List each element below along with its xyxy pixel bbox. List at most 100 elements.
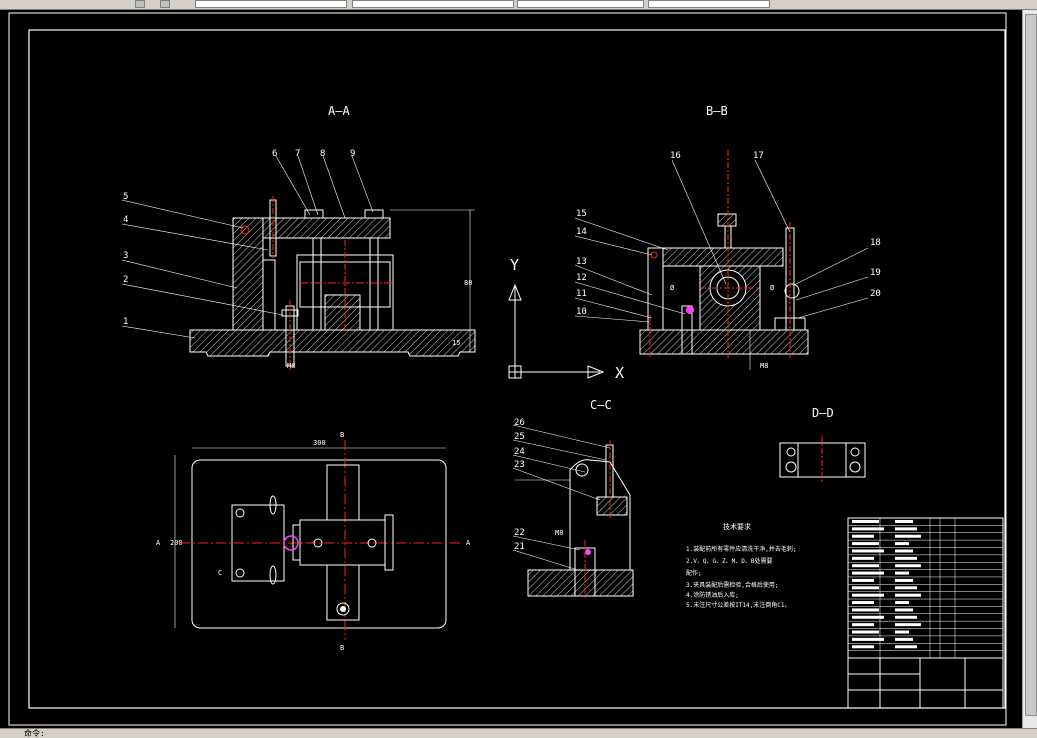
command-line[interactable]: 命令: [0, 728, 1037, 738]
bom-cell-text [852, 534, 874, 538]
bom-cell-text [852, 630, 879, 634]
cc-base [527, 569, 634, 597]
balloon-5: 5 [123, 192, 128, 202]
note-line-4: 3.夹具装配后需检验,合格后使用; [686, 581, 778, 589]
layer-dropdown[interactable] [195, 0, 347, 8]
bom-cell-text [895, 615, 917, 619]
bom-cell-text [895, 520, 913, 523]
bom-cell-text [852, 586, 879, 590]
plan-section-top: B [340, 431, 344, 439]
bom-cell-text [895, 637, 913, 641]
zoom-icon[interactable] [160, 0, 170, 8]
view-title-bb: B—B [706, 104, 728, 118]
bom-cell-text [852, 645, 874, 649]
section-cc: C—C M8 21 22 23 24 25 26 [512, 398, 634, 600]
balloon-26: 26 [514, 418, 525, 428]
plan-c-mark: C [218, 569, 222, 577]
linetype-dropdown[interactable] [352, 0, 514, 8]
bom-cell-text [852, 608, 879, 612]
bom-cell-text [895, 564, 921, 568]
notes-title: 技术要求 [723, 522, 751, 531]
bom-cell-text [895, 601, 909, 605]
view-title-cc: C—C [590, 398, 612, 412]
balloon-16: 16 [670, 151, 681, 161]
balloon-7: 7 [295, 149, 300, 159]
section-bb: B—B M8 Ø Ø [574, 104, 881, 370]
lineweight-dropdown[interactable] [517, 0, 644, 8]
balloon-21: 21 [514, 542, 525, 552]
bom-cell-text [895, 608, 913, 612]
scroll-thumb[interactable] [1025, 14, 1037, 716]
bom-cell-text [852, 593, 884, 597]
bom-cell-text [895, 527, 917, 531]
plan-side-left: A [156, 539, 161, 547]
balloon-17: 17 [753, 151, 764, 161]
bom-cell-text [852, 615, 884, 619]
view-title-aa: A—A [328, 104, 350, 118]
dim-aa-bolt: M8 [287, 362, 295, 370]
note-line-3: 配作; [686, 569, 702, 577]
dim-cc: M8 [555, 529, 563, 537]
bom-cell-text [852, 578, 874, 582]
view-title-dd: D—D [812, 406, 834, 420]
balloon-18: 18 [870, 238, 881, 248]
technical-notes: 技术要求 1.装配前所有零件应清洗干净,并去毛刺; 2.V、Q、G、Z、M、D、… [686, 522, 796, 609]
bom-cell-text [895, 645, 917, 649]
vertical-scrollbar[interactable] [1022, 10, 1037, 728]
command-prompt: 命令: [24, 729, 45, 738]
bom-cell-text [852, 549, 884, 553]
balloon-9: 9 [350, 149, 355, 159]
bom-cell-text [895, 578, 913, 582]
balloon-11: 11 [576, 289, 587, 299]
base-plate [189, 329, 476, 357]
bom-cell-text [852, 527, 884, 531]
bom-cell-text [895, 556, 917, 560]
dim-bb-bottom: M8 [760, 362, 768, 370]
side-wall [232, 217, 264, 331]
dim-bb-left: Ø [670, 284, 675, 292]
balloon-13: 13 [576, 257, 587, 267]
bom-cell-text [895, 623, 921, 627]
axis-x-label: X [615, 364, 624, 382]
balloon-14: 14 [576, 227, 587, 237]
dim-plan-height: 200 [170, 539, 183, 547]
cad-toolbar [0, 0, 1037, 10]
dim-plan-width: 300 [313, 439, 326, 447]
title-block [847, 517, 1004, 709]
note-line-2: 2.V、Q、G、Z、M、D、B处需要 [686, 557, 773, 565]
top-plate [262, 217, 391, 239]
outer-border [8, 12, 1007, 726]
bom-cell-text [852, 601, 874, 605]
balloon-19: 19 [870, 268, 881, 278]
bom-cell-text [852, 637, 884, 641]
plan-section-bottom: B [340, 644, 344, 652]
bb-base [639, 329, 809, 355]
bom-cell-text [852, 556, 874, 560]
balloon-4: 4 [123, 215, 128, 225]
bom-cell-text [852, 623, 874, 627]
balloon-1: 1 [123, 317, 128, 327]
dim-aa-base: 15 [452, 339, 460, 347]
section-aa: A—A 80 15 M8 [121, 104, 476, 370]
inner-border [28, 29, 1006, 709]
balloon-6: 6 [272, 149, 277, 159]
balloon-2: 2 [123, 275, 128, 285]
balloon-15: 15 [576, 209, 587, 219]
pan-icon[interactable] [135, 0, 145, 8]
plan-side-right: A [466, 539, 471, 547]
axis-y-label: Y [510, 256, 519, 274]
plan-view: 300 200 B B A A C [156, 431, 471, 652]
bom-cell-text [895, 542, 909, 546]
balloon-24: 24 [514, 447, 525, 457]
balloon-22: 22 [514, 528, 525, 538]
bom-cell-text [852, 542, 879, 546]
balloon-20: 20 [870, 289, 881, 299]
bom-cell-text [852, 571, 884, 575]
drawing-canvas[interactable] [0, 10, 1022, 728]
bom-cell-text [895, 630, 909, 634]
bom-cell-text [895, 586, 917, 590]
bom-cell-text [895, 534, 921, 538]
plotstyle-dropdown[interactable] [648, 0, 770, 8]
note-line-6: 5.未注尺寸公差按IT14,未注倒角C1。 [686, 601, 791, 609]
bom-cell-text [852, 520, 879, 523]
